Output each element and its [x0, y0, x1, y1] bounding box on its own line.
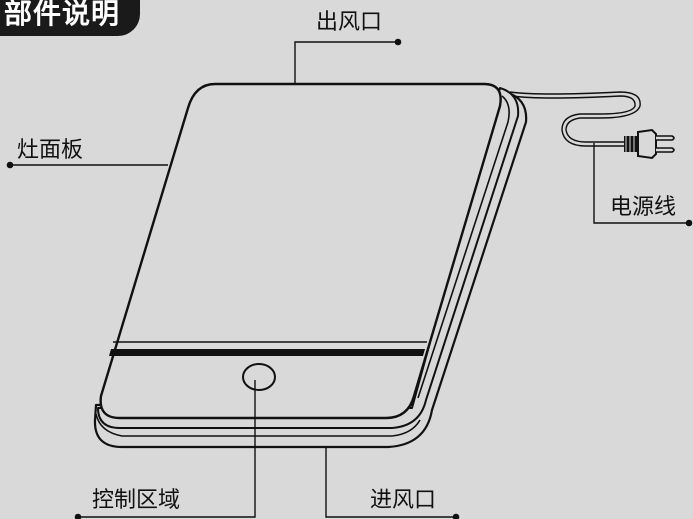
leader-air-inlet: [325, 447, 460, 519]
leader-power-cord: [593, 143, 693, 227]
label-air-inlet: 进风口: [370, 488, 437, 513]
device-body: [97, 87, 520, 429]
label-power-cord: 电源线: [610, 195, 677, 220]
leader-air-outlet: [294, 38, 402, 84]
page-title: 部件说明: [3, 0, 120, 30]
title-tab: 部件说明: [0, 0, 140, 36]
power-cord-wire: [509, 91, 641, 143]
control-strip: [109, 349, 425, 356]
power-cord-wire-2: [511, 95, 636, 147]
power-plug-icon: [624, 128, 675, 160]
device-rim: [417, 95, 510, 399]
control-knob: [242, 363, 276, 391]
leader-panel: [6, 161, 168, 169]
label-air-outlet: 出风口: [316, 10, 383, 35]
leader-control-area: [74, 380, 256, 519]
label-panel: 灶面板: [17, 138, 84, 163]
panel-surface: [99, 82, 502, 420]
label-control-area: 控制区域: [92, 488, 181, 513]
device-base-edge: [95, 413, 421, 437]
